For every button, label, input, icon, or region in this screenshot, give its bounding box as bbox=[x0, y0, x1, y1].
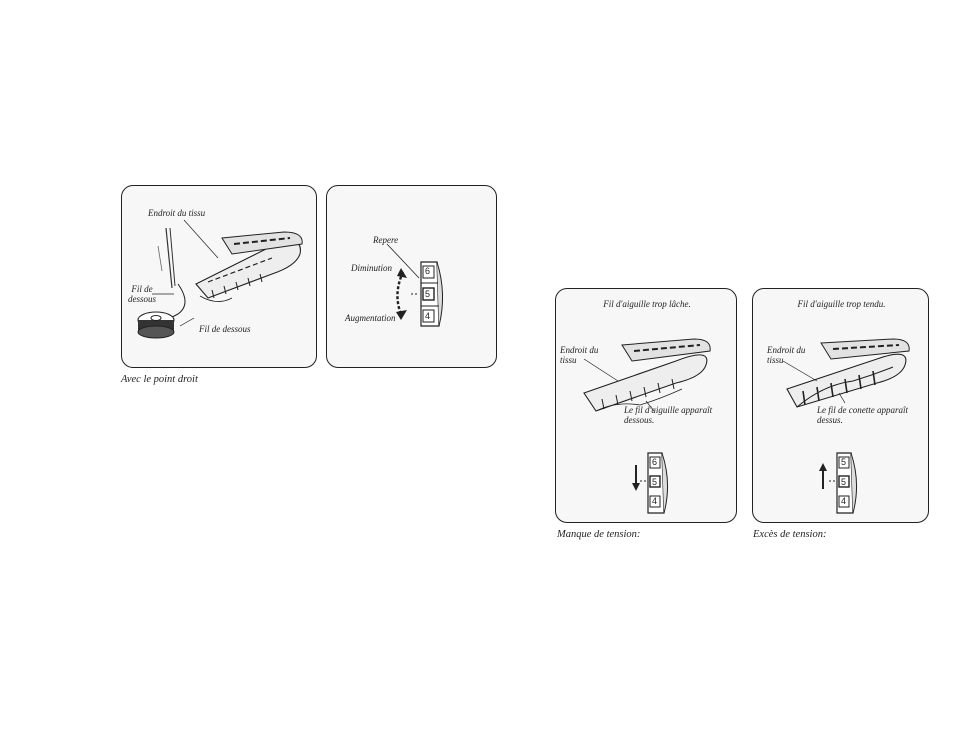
tight-tension-title: Fil d'aiguille trop tendu. bbox=[797, 299, 886, 309]
loose-note: Le fil d'aiguille apparaît dessous. bbox=[624, 405, 713, 425]
fabric-thread-drawing bbox=[137, 219, 303, 339]
label-mark: Repere bbox=[373, 235, 399, 245]
tight-label-fabric: Endroit du tissu bbox=[767, 345, 806, 365]
tight-dial-number-middle: 5 bbox=[841, 477, 847, 487]
dial-number-top: 6 bbox=[425, 266, 431, 276]
loose-dial-number-bottom: 4 bbox=[652, 496, 658, 506]
tight-tension-panel: Fil d'aiguille trop tendu. Endroit du ti… bbox=[752, 288, 929, 523]
loose-tension-drawing bbox=[583, 338, 711, 514]
caption-lack-of-tension: Manque de tension: bbox=[557, 529, 641, 540]
label-fabric-right-side: Endroit du tissu bbox=[148, 208, 206, 218]
caption-straight-stitch: Avec le point droit bbox=[121, 374, 198, 385]
thread-illustration-panel: Endroit du tissu Fil de dessous Fil de d… bbox=[121, 185, 317, 368]
tight-dial-number-bottom: 4 bbox=[841, 496, 847, 506]
loose-tension-title: Fil d'aiguille trop lâche. bbox=[603, 299, 691, 309]
dial-number-bottom: 4 bbox=[425, 311, 431, 321]
label-bobbin-thread: Fil de dessous bbox=[199, 324, 251, 334]
loose-dial-number-top: 6 bbox=[652, 457, 658, 467]
tension-dial-panel: 6 5 4 Repere Diminution Augmentation bbox=[326, 185, 497, 368]
loose-label-fabric: Endroit du tissu bbox=[560, 345, 599, 365]
tight-tension-drawing bbox=[782, 338, 910, 514]
label-decrease: Diminution bbox=[351, 263, 393, 273]
tension-dial-drawing bbox=[386, 243, 444, 327]
dial-number-middle: 5 bbox=[425, 289, 431, 299]
caption-excess-tension: Excès de tension: bbox=[753, 529, 827, 540]
label-increase: Augmentation bbox=[345, 313, 396, 323]
loose-tension-panel: Fil d'aiguille trop lâche. Endroit du ti… bbox=[555, 288, 737, 523]
loose-dial-number-middle: 5 bbox=[652, 477, 658, 487]
tight-dial-number-top: 5 bbox=[841, 457, 847, 467]
label-bobbin-thread-left: Fil de dessous bbox=[128, 284, 157, 304]
tight-note: Le fil de conette apparaît dessus. bbox=[817, 405, 908, 425]
